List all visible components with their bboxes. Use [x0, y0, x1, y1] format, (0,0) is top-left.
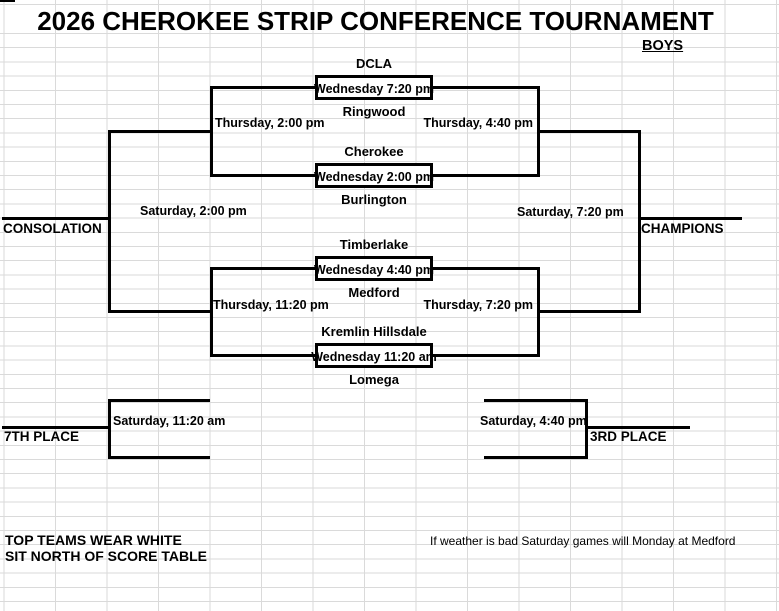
third-place-time: Saturday, 4:40 pm: [480, 414, 587, 428]
bracket-line-consolation-winner: [2, 216, 111, 220]
game1-bottom-team: Ringwood: [342, 103, 406, 119]
championship-final-time: Saturday, 7:20 pm: [517, 205, 624, 219]
bracket-line-7th-top: [108, 398, 210, 402]
consolation-semi-bottom-time: Thursday, 11:20 pm: [213, 298, 329, 312]
champions-label: CHAMPIONS: [641, 221, 724, 236]
game3-bottom-team: Medford: [348, 284, 400, 300]
bracket-vline-7th: [108, 398, 111, 459]
game4-time: Wednesday 11:20 am: [311, 349, 437, 364]
bracket-line-3rd-bottom: [484, 455, 588, 459]
seventh-place-time: Saturday, 11:20 am: [113, 414, 226, 428]
game3-box: Wednesday 4:40 pm: [314, 255, 434, 281]
game2-box: Wednesday 2:00 pm: [314, 162, 434, 188]
game3-time: Wednesday 4:40 pm: [314, 262, 434, 277]
bracket-line-7th-winner: [2, 425, 111, 429]
bracket-line-game3-right: [433, 266, 540, 270]
corner-border-mark: [0, 0, 15, 2]
bracket-line-consolation-adv-bottom: [108, 309, 213, 313]
championship-semi-top-time: Thursday, 4:40 pm: [423, 116, 533, 130]
consolation-label: CONSOLATION: [3, 221, 102, 236]
division-label: BOYS: [642, 38, 684, 54]
game3-top-team: Timberlake: [339, 236, 409, 252]
note-sit-north: SIT NORTH OF SCORE TABLE: [5, 548, 207, 564]
bracket-line-game2-left: [210, 173, 315, 177]
game4-top-team: Kremlin Hillsdale: [321, 323, 427, 339]
bracket-line-game1-left: [210, 85, 315, 89]
note-top-teams: TOP TEAMS WEAR WHITE: [5, 532, 182, 548]
seventh-place-label: 7TH PLACE: [4, 429, 80, 444]
game2-bottom-team: Burlington: [341, 191, 407, 207]
game1-box: Wednesday 7:20 pm: [314, 74, 434, 100]
bracket-vline-consolation-final: [108, 129, 111, 313]
championship-semi-bottom-time: Thursday, 7:20 pm: [423, 298, 533, 312]
bracket-line-7th-bottom: [108, 455, 210, 459]
bracket-line-3rd-winner: [585, 425, 690, 429]
game2-time: Wednesday 2:00 pm: [314, 169, 434, 184]
game4-box: Wednesday 11:20 am: [311, 342, 437, 368]
bracket-line-game4-left: [210, 353, 315, 357]
consolation-semi-top-time: Thursday, 2:00 pm: [215, 116, 325, 130]
bracket-line-consolation-adv-top: [108, 129, 213, 133]
bracket-line-game2-right: [433, 173, 540, 177]
consolation-final-time: Saturday, 2:00 pm: [140, 204, 247, 218]
bracket-line-champions-winner: [638, 216, 742, 220]
game1-top-team: DCLA: [355, 55, 393, 71]
spreadsheet-gridlines-horizontal: [0, 33, 779, 611]
note-weather: If weather is bad Saturday games will Mo…: [430, 534, 736, 548]
bracket-line-game3-left: [210, 266, 315, 270]
game4-bottom-team: Lomega: [349, 371, 399, 387]
bracket-line-championship-adv-top: [537, 129, 641, 133]
third-place-label: 3RD PLACE: [590, 429, 667, 444]
bracket-line-championship-adv-bottom: [537, 309, 641, 313]
bracket-vline-3rd: [585, 398, 588, 459]
page-title: 2026 CHEROKEE STRIP CONFERENCE TOURNAMEN…: [37, 6, 714, 36]
bracket-line-game4-right: [433, 353, 540, 357]
bracket-vline-championship-final: [638, 129, 641, 313]
game1-time: Wednesday 7:20 pm: [314, 81, 434, 96]
game2-top-team: Cherokee: [344, 143, 404, 159]
bracket-line-game1-right: [433, 85, 540, 89]
spreadsheet-gridline-top: [0, 4, 779, 5]
bracket-line-3rd-top: [484, 398, 588, 402]
